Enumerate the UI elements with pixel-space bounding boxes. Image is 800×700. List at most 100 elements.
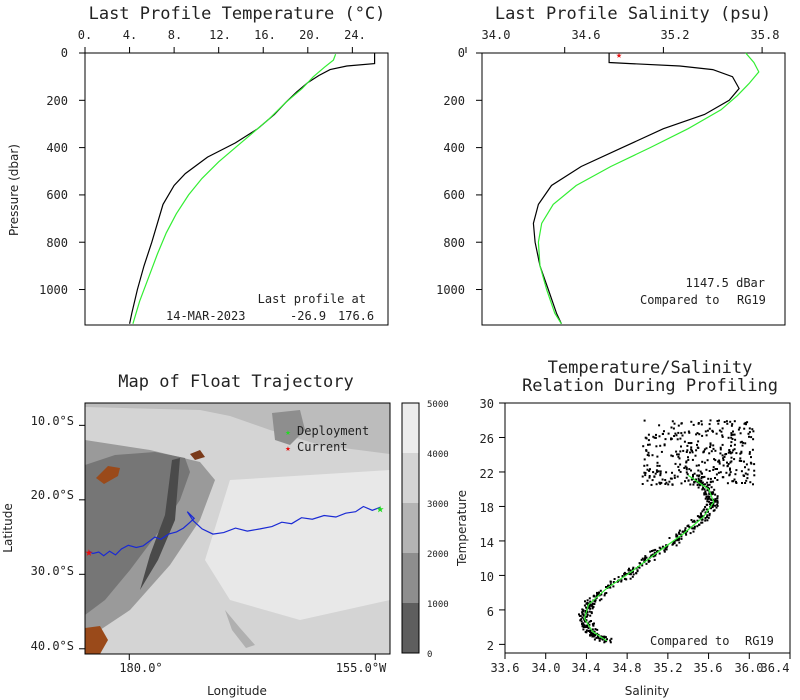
ts-float-point: [685, 471, 688, 474]
ts-float-point: [709, 443, 712, 446]
ts-float-point: [739, 457, 742, 460]
ts-float-point: [690, 446, 693, 449]
latitude-tick-label: 20.0°S: [31, 488, 74, 502]
ts-float-point: [676, 453, 678, 456]
ts-float-point: [681, 530, 684, 533]
ts-float-point: [688, 526, 691, 529]
pressure-tick-label: 800: [443, 236, 465, 250]
ts-float-point: [594, 599, 597, 602]
ts-float-point: [716, 499, 719, 502]
ts-float-point: [718, 462, 721, 465]
ts-float-point: [712, 447, 715, 450]
ts-float-point: [673, 476, 676, 479]
ts-float-point: [674, 432, 677, 435]
ts-float-point: [623, 572, 626, 575]
ts-float-point: [581, 624, 584, 627]
ts-float-point: [646, 454, 649, 456]
ts-float-point: [703, 488, 706, 491]
ts-float-point: [677, 455, 680, 458]
ts-float-point: [587, 630, 590, 632]
ts-float-point: [664, 479, 667, 481]
ts-float-point: [726, 461, 728, 464]
ts-float-point: [700, 521, 703, 524]
ts-float-point: [729, 468, 731, 471]
ts-float-point: [604, 592, 607, 595]
ts-float-point: [598, 637, 601, 640]
ts-float-point: [699, 479, 701, 482]
ts-float-point: [671, 455, 674, 458]
ts-float-point: [659, 482, 662, 485]
ts-float-point: [711, 480, 714, 483]
ts-float-point: [705, 485, 708, 488]
ts-float-point: [647, 454, 650, 457]
ts-float-point: [729, 467, 731, 470]
ts-float-point: [609, 580, 612, 583]
ts-float-point: [689, 532, 692, 535]
colorbar-band-1000: [402, 603, 419, 653]
ts-float-point: [686, 449, 689, 452]
ts-float-point: [660, 450, 663, 453]
ts-float-point: [647, 433, 650, 436]
ts-float-point: [690, 469, 692, 472]
ts-float-point: [680, 445, 682, 448]
deployment-star: ★: [376, 501, 384, 516]
ts-float-point: [665, 544, 668, 547]
ts-float-point: [680, 535, 683, 538]
ts-float-point: [731, 423, 734, 426]
ts-float-point: [730, 460, 733, 463]
ts-float-point: [690, 420, 693, 423]
ts-float-point: [732, 430, 734, 433]
ts-float-point: [707, 495, 710, 498]
ts-float-point: [595, 636, 598, 639]
ts-float-point: [730, 434, 733, 436]
ts-float-point: [668, 480, 671, 483]
ts-float-point: [745, 423, 747, 426]
pressure-tick-label: 400: [443, 141, 465, 155]
ts-float-point: [698, 474, 701, 477]
ts-float-point: [715, 506, 718, 509]
ts-float-point: [620, 579, 623, 582]
longitude-tick-label: 180.0°: [119, 661, 162, 675]
ts-compare-note: Compared to: [650, 634, 729, 648]
ts-float-point: [753, 474, 756, 477]
ts-float-point: [596, 593, 599, 596]
ts-float-point: [696, 515, 699, 518]
ts-float-point: [629, 573, 632, 576]
salinity-y-tick-labels: 0 200 400 600 800 1000: [436, 46, 465, 297]
ts-float-point: [742, 441, 745, 444]
ts-float-point: [709, 477, 712, 480]
salinity-tick-label: 36.0: [735, 661, 764, 675]
temperature-x-tick-label: 4.: [123, 28, 137, 42]
ts-float-point: [704, 506, 707, 508]
ts-float-point: [648, 443, 651, 446]
salinity-profile-panel: Last Profile Salinity (psu) 34.0 34.6 35…: [436, 4, 786, 326]
ts-float-point: [675, 533, 678, 536]
ts-reference-name: RG19: [745, 634, 774, 648]
ts-float-point: [646, 479, 649, 482]
temperature-tick-label: 22: [480, 467, 494, 481]
ts-float-point: [675, 450, 678, 453]
ts-float-point: [673, 435, 676, 437]
ts-float-point: [684, 532, 687, 535]
ts-float-point: [589, 614, 592, 617]
ts-float-point: [750, 436, 753, 439]
ts-float-point: [640, 558, 643, 561]
ts-float-point: [644, 472, 647, 474]
ts-float-point: [653, 475, 656, 478]
ts-float-point: [722, 457, 725, 460]
ts-float-point: [697, 486, 700, 489]
ts-float-point: [658, 546, 661, 549]
ts-float-point: [708, 427, 711, 430]
temperature-axis-ticks: [79, 47, 353, 291]
ts-float-point: [654, 472, 657, 475]
ts-float-point: [612, 585, 615, 588]
bathymetry-deep-basin: [205, 470, 390, 620]
ts-float-point: [673, 422, 676, 425]
ts-float-point: [733, 448, 736, 451]
ts-float-point: [727, 451, 730, 454]
salinity-panel-title: Last Profile Salinity (psu): [495, 4, 771, 24]
ts-float-point: [687, 430, 690, 433]
ts-float-point: [731, 480, 734, 483]
ts-float-point: [732, 433, 735, 436]
ts-float-point: [718, 459, 721, 462]
